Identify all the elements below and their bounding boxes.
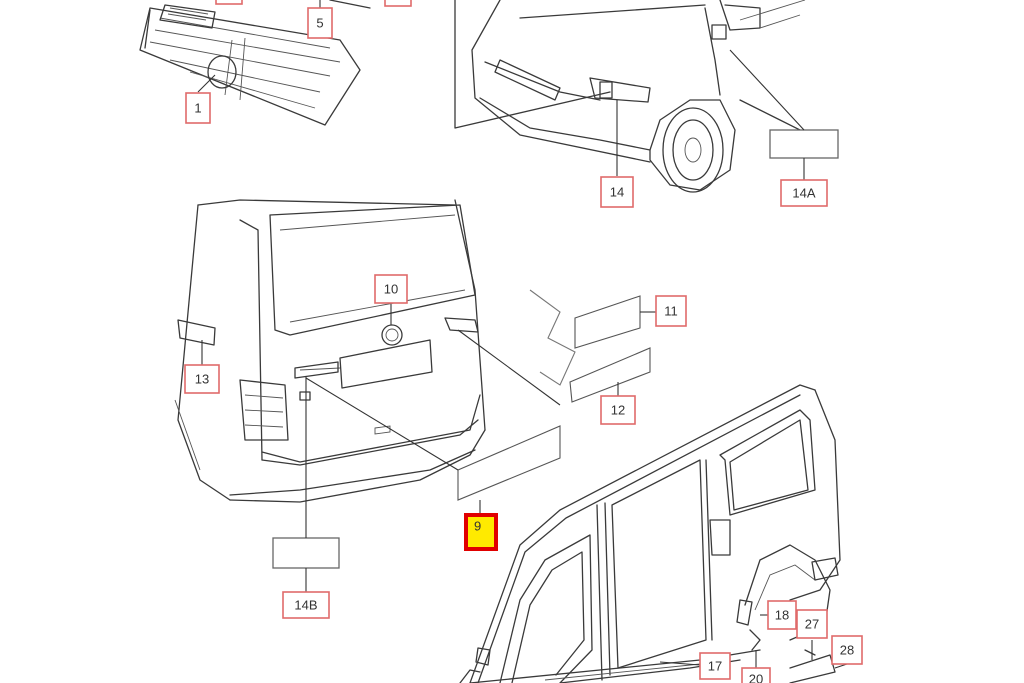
callout-28[interactable]: 28 (831, 635, 863, 665)
callout-14a-label: 14A (792, 186, 815, 201)
callout-12[interactable]: 12 (600, 395, 636, 425)
callout-14b[interactable]: 14B (282, 591, 330, 619)
leader-lines (197, 0, 848, 669)
rear-van-illustration (174, 199, 486, 503)
callout-18-label: 18 (775, 608, 789, 623)
callout-10-label: 10 (384, 282, 398, 297)
callout-27[interactable]: 27 (796, 609, 828, 639)
callout-12-label: 12 (611, 403, 625, 418)
callout-17[interactable]: 17 (699, 652, 731, 680)
callout-20-label: 20 (749, 672, 763, 683)
callout-5[interactable]: 5 (307, 7, 333, 39)
callout-9-label: 9 (474, 519, 481, 534)
side-body-panel-illustration (459, 384, 841, 683)
callout-14b-label: 14B (294, 598, 317, 613)
callout-13[interactable]: 13 (184, 364, 220, 394)
callout-11[interactable]: 11 (655, 295, 687, 327)
callout-10[interactable]: 10 (374, 274, 408, 304)
callout-27-label: 27 (805, 617, 819, 632)
callout-20[interactable]: 20 (741, 667, 771, 683)
callout-13-label: 13 (195, 372, 209, 387)
callout-9-highlighted[interactable]: 9 (464, 513, 498, 551)
callout-5-label: 5 (316, 16, 323, 31)
callout-14a[interactable]: 14A (780, 179, 828, 207)
front-van-illustration (454, 0, 806, 193)
callout-18[interactable]: 18 (767, 600, 797, 630)
callout-14[interactable]: 14 (600, 176, 634, 208)
callout-28-label: 28 (840, 643, 854, 658)
callout-1-label: 1 (194, 101, 201, 116)
callout-1[interactable]: 1 (185, 92, 211, 124)
callout-11-label: 11 (664, 304, 678, 319)
callout-14-label: 14 (610, 185, 624, 200)
callout-17-label: 17 (708, 659, 722, 674)
radiator-grille-illustration (139, 0, 371, 126)
sticker-panels (457, 289, 651, 501)
